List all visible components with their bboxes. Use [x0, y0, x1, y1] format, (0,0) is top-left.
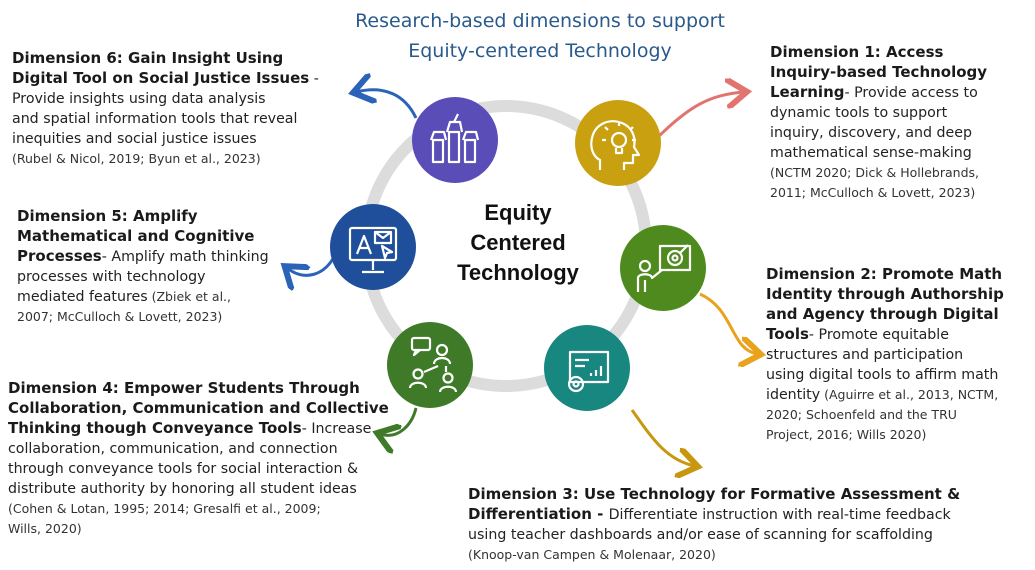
d5-heading-3: Processes	[17, 247, 102, 265]
d3-text-2: using teacher dashboards and/or ease of …	[468, 527, 933, 543]
d2-heading-3: and Agency through Digital	[766, 305, 999, 323]
d6-text-3: inequities and social justice issues	[12, 131, 257, 147]
arrow-d3	[630, 409, 695, 466]
d5-text-2: processes with technology	[17, 269, 206, 285]
dimension-3-block: Dimension 3: Use Technology for Formativ…	[468, 484, 1028, 565]
dimension-2-block: Dimension 2: Promote Math Identity throu…	[766, 264, 1034, 445]
d5-heading-1: Dimension 5: Amplify	[17, 207, 198, 225]
d1-citation-2: 2011; McCulloch & Lovett, 2023)	[770, 185, 976, 200]
d4-heading-3: Thinking though Conveyance Tools	[8, 419, 302, 437]
d4-text-3: through conveyance tools for social inte…	[8, 461, 359, 477]
title-line-1: Research-based dimensions to support	[355, 10, 725, 32]
d4-text-1: - Increase	[301, 421, 372, 437]
d1-heading-3: Learning	[770, 83, 845, 101]
d2-citation-3: Project, 2016; Wills 2020)	[766, 427, 927, 442]
arrow-d1	[653, 92, 744, 142]
d2-text-2: structures and participation	[766, 347, 964, 363]
arrow-d6	[356, 90, 418, 119]
d1-heading-2: Inquiry-based Technology	[770, 63, 988, 81]
d2-text-1: - Promote equitable	[808, 327, 949, 343]
head-lightbulb-icon	[575, 100, 661, 186]
dashboard-gear-chart-icon	[544, 325, 630, 411]
d6-heading-2b: -	[309, 71, 319, 87]
d1-text-4: mathematical sense-making	[770, 145, 972, 161]
title-line-2: Equity-centered Technology	[408, 40, 672, 62]
d2-heading-2: Identity through Authorship	[766, 285, 1004, 303]
d2-text-3: using digital tools to affirm math	[766, 367, 999, 383]
d4-citation-2: Wills, 2020)	[8, 521, 82, 536]
d2-citation-2: 2020; Schoenfeld and the TRU	[766, 407, 957, 422]
center-line-2: Centered	[470, 230, 566, 255]
d6-citation-1: (Rubel & Nicol, 2019; Byun et al., 2023)	[12, 151, 261, 166]
d5-text-3: mediated features	[17, 289, 148, 305]
d5-text-1: - Amplify math thinking	[101, 249, 269, 265]
d5-citation-2: 2007; McCulloch & Lovett, 2023)	[17, 309, 223, 324]
d3-citation-1: (Knoop-van Campen & Molenaar, 2020)	[468, 547, 716, 562]
dimension-1-block: Dimension 1: Access Inquiry-based Techno…	[770, 42, 1032, 203]
d2-text-4: identity	[766, 387, 821, 403]
d3-heading-1: Dimension 3: Use Technology for Formativ…	[468, 485, 961, 503]
d1-text-1: - Provide access to	[844, 85, 978, 101]
dimension-6-block: Dimension 6: Gain Insight Using Digital …	[12, 48, 372, 169]
d1-text-2: dynamic tools to support	[770, 105, 948, 121]
diagram-title: Research-based dimensions to support Equ…	[300, 6, 780, 66]
d3-text-1: Differentiate instruction with real-time…	[608, 507, 951, 523]
center-line-1: Equity	[484, 200, 552, 225]
d1-citation-1: (NCTM 2020; Dick & Hollebrands,	[770, 165, 980, 180]
d6-heading-1: Dimension 6: Gain Insight Using	[12, 49, 284, 67]
presenter-target-icon	[620, 225, 706, 311]
center-label: Equity Centered Technology	[448, 198, 588, 288]
d4-text-4: distribute authority by honoring all stu…	[8, 481, 357, 497]
d4-text-2: collaboration, communication, and connec…	[8, 441, 338, 457]
monitor-letter-a-icon	[330, 204, 416, 290]
d6-text-1: Provide insights using data analysis	[12, 91, 266, 107]
dimension-5-block: Dimension 5: Amplify Mathematical and Co…	[17, 206, 307, 327]
arrow-d5	[287, 254, 337, 275]
d2-heading-4: Tools	[766, 325, 809, 343]
d1-heading-1: Dimension 1: Access	[770, 43, 944, 61]
d6-text-2: and spatial information tools that revea…	[12, 111, 298, 127]
center-line-3: Technology	[457, 260, 579, 285]
d3-heading-2: Differentiation -	[468, 505, 609, 523]
d6-heading-2: Digital Tool on Social Justice Issues	[12, 69, 310, 87]
d2-citation-1: (Aguirre et al., 2013, NCTM,	[820, 387, 999, 402]
d4-citation-1: (Cohen & Lotan, 1995; 2014; Gresalfi et …	[8, 501, 321, 516]
d5-heading-2: Mathematical and Cognitive	[17, 227, 255, 245]
d5-citation-1: (Zbiek et al.,	[147, 289, 231, 304]
raised-fists-icon	[412, 97, 498, 183]
people-network-chat-icon	[387, 322, 473, 408]
dimension-4-block: Dimension 4: Empower Students Through Co…	[8, 378, 408, 539]
arrow-d4	[380, 407, 418, 435]
d4-heading-1: Dimension 4: Empower Students Through	[8, 379, 360, 397]
arrow-d2	[699, 292, 758, 354]
d4-heading-2: Collaboration, Communication and Collect…	[8, 399, 389, 417]
d2-heading-1: Dimension 2: Promote Math	[766, 265, 1003, 283]
d1-text-3: inquiry, discovery, and deep	[770, 125, 972, 141]
